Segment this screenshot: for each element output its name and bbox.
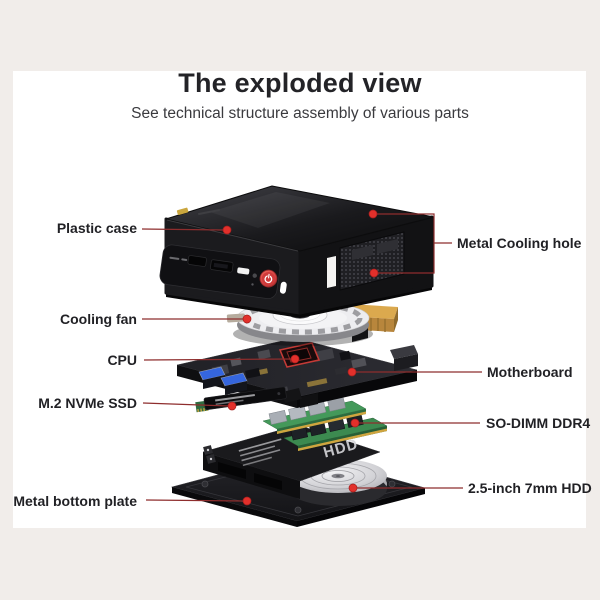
- leader-plastic-case: [141, 228, 225, 231]
- fan-connector: [226, 313, 246, 323]
- page-subtitle: See technical structure assembly of vari…: [131, 105, 469, 122]
- ram-modules: [262, 396, 388, 451]
- leader-dots: [222, 209, 379, 506]
- leader-m2-ssd: [142, 402, 230, 407]
- m2-ssd: [195, 386, 302, 413]
- label-hdd: 2.5-inch 7mm HDD: [468, 480, 592, 496]
- page-title: The exploded view: [178, 68, 422, 98]
- label-m2-nvme-ssd: M.2 NVMe SSD: [38, 395, 137, 411]
- vent-grille: [327, 231, 405, 291]
- case-logo: [176, 207, 189, 216]
- audio-jack: [252, 273, 257, 278]
- label-metal-bottom-plate: Metal bottom plate: [13, 493, 137, 509]
- ram-module-lower: [283, 414, 388, 451]
- leader-bottom-plate: [145, 499, 245, 502]
- label-metal-cooling-hole: Metal Cooling hole: [457, 235, 582, 251]
- hdd-caddy-spec-text: [238, 438, 282, 467]
- label-cpu: CPU: [107, 352, 137, 368]
- leader-cooling-hole: [377, 213, 452, 274]
- plastic-case: [159, 185, 435, 318]
- cpu-chip: [278, 342, 321, 368]
- card-slot: [237, 267, 250, 275]
- power-jack: [390, 345, 418, 371]
- leader-lines: [141, 213, 482, 502]
- power-button: [259, 269, 278, 288]
- front-io-panel: [159, 244, 287, 299]
- usb-slot-1: [187, 255, 207, 267]
- label-plastic-case: Plastic case: [56, 220, 137, 236]
- power-icon: [264, 273, 273, 284]
- label-motherboard: Motherboard: [487, 364, 573, 380]
- label-so-dimm-ddr4: SO-DIMM DDR4: [486, 415, 591, 431]
- ram-module-upper: [262, 396, 367, 434]
- usb-ports: [198, 366, 248, 395]
- label-cooling-fan: Cooling fan: [60, 311, 137, 327]
- leader-cpu: [143, 358, 293, 361]
